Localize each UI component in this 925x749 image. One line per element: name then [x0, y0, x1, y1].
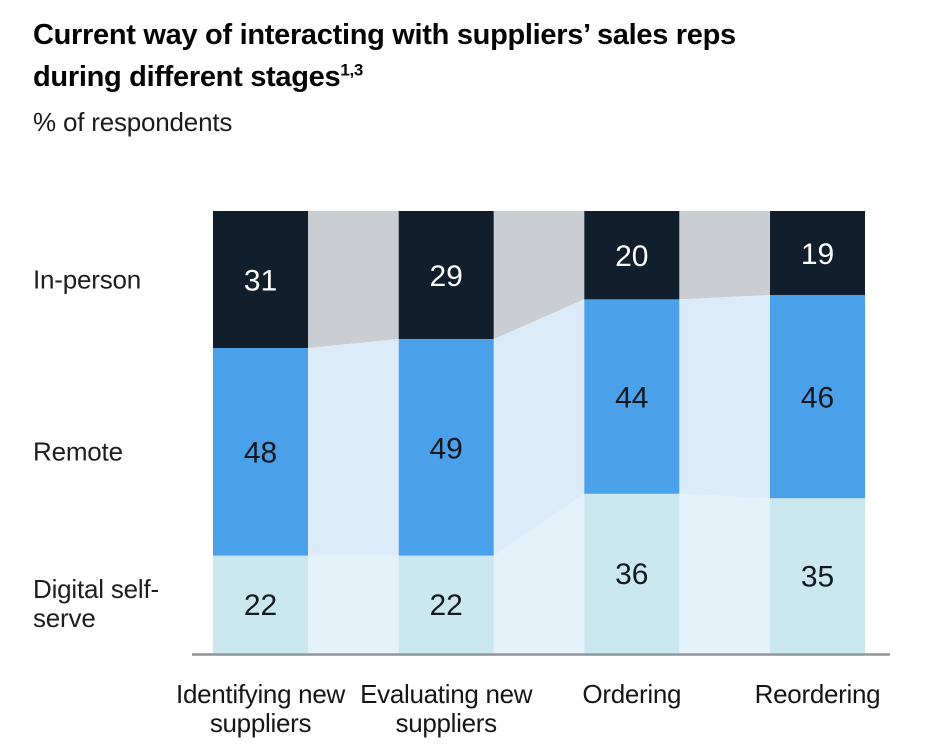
bar-segment-digital-self-serve — [213, 555, 308, 653]
connector-band-in-person — [493, 211, 585, 340]
value-label: 46 — [801, 381, 834, 414]
value-label: 20 — [615, 240, 648, 273]
value-label: 36 — [615, 558, 648, 591]
chart-subtitle: % of respondents — [33, 107, 233, 137]
footnote-marker: 1,3 — [340, 60, 364, 80]
connector-band-digital-self-serve — [493, 493, 585, 653]
row-label-remote: Remote — [33, 436, 123, 467]
bar-segment-remote — [584, 299, 680, 494]
bar-segment-in-person — [213, 211, 308, 349]
bar-segment-remote — [213, 348, 308, 556]
chart-title: Current way of interacting with supplier… — [33, 14, 736, 98]
connector-band-remote — [493, 299, 585, 556]
bar-segment-digital-self-serve — [584, 493, 680, 653]
connector-band-remote — [308, 339, 399, 556]
connector-band-digital-self-serve — [679, 493, 770, 653]
value-label: 22 — [430, 589, 463, 622]
value-label: 31 — [244, 264, 277, 297]
bar-segment-digital-self-serve — [770, 498, 865, 653]
bar-segment-remote — [398, 339, 494, 556]
row-label-in-person: In-person — [33, 263, 142, 294]
connector-band-remote — [679, 294, 770, 499]
x-axis-label-ordering: Ordering — [582, 679, 682, 709]
value-label: 48 — [244, 437, 277, 470]
chart-title-line2: during different stages — [33, 61, 341, 93]
chart-header: Current way of interacting with supplier… — [33, 14, 736, 138]
connector-band-in-person — [679, 211, 770, 300]
x-axis-label-identifying-new-suppliers: Identifying new suppliers — [176, 679, 345, 739]
chart-title-line1: Current way of interacting with supplier… — [33, 19, 736, 51]
bar-segment-digital-self-serve — [398, 555, 494, 653]
x-axis-label-reordering: Reordering — [754, 679, 881, 709]
bar-segment-in-person — [770, 211, 865, 295]
value-label: 35 — [801, 560, 834, 593]
value-label: 44 — [615, 381, 648, 414]
bar-segment-remote — [770, 294, 865, 499]
bar-segment-in-person — [584, 211, 680, 300]
value-label: 29 — [430, 260, 463, 293]
bar-segment-in-person — [398, 211, 494, 340]
value-label: 49 — [430, 432, 463, 465]
value-label: 22 — [244, 589, 277, 622]
x-axis-label-evaluating-new-suppliers: Evaluating new suppliers — [360, 679, 533, 739]
connector-band-digital-self-serve — [308, 555, 399, 653]
connector-band-in-person — [308, 211, 399, 349]
value-label: 19 — [801, 238, 834, 271]
row-label-digital-self-serve: Digital self-serve — [33, 574, 159, 634]
